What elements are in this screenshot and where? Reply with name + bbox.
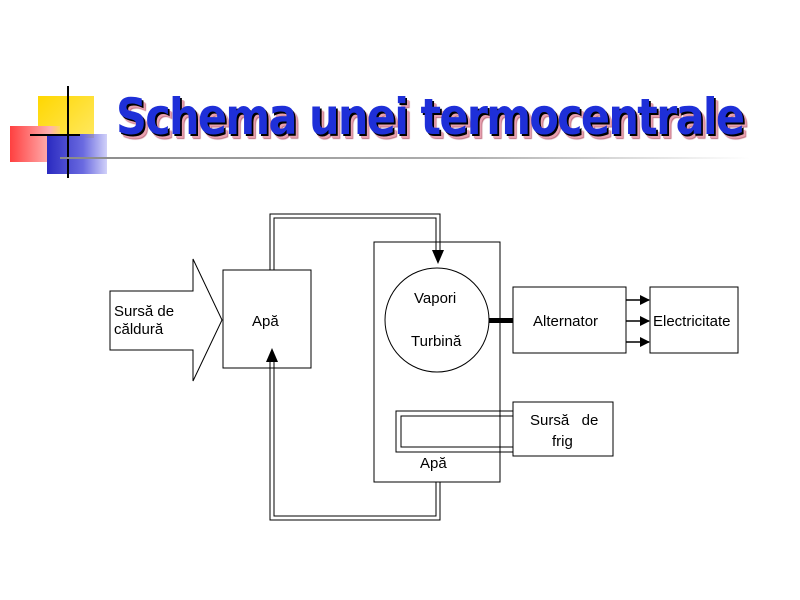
water-bottom-label: Apă: [420, 455, 447, 472]
steam-pipe-arrowhead: [432, 250, 444, 264]
water-box-label: Apă: [252, 313, 279, 330]
heat-source-label-line2: căldură: [114, 321, 164, 338]
electricity-arrows: [626, 295, 650, 347]
title-area: Schema unei termocentrale: [0, 0, 800, 190]
plant-enclosure: [373, 241, 501, 483]
turbine-circle: [384, 267, 490, 373]
cold-source-box: [512, 401, 614, 457]
steam-label: Vapori: [414, 290, 456, 307]
cold-source-label-line1: Sursă de: [530, 412, 598, 429]
water-box: [222, 269, 312, 369]
slide-title: Schema unei termocentrale: [116, 88, 745, 146]
return-pipe: [269, 360, 441, 521]
electricity-label: Electricitate: [653, 313, 731, 330]
condenser-coil: [395, 410, 514, 453]
cold-source-label-line2: frig: [552, 433, 573, 450]
blue-square-decoration: [47, 134, 107, 174]
vertical-line-decoration: [67, 86, 69, 178]
turbine-shaft: [489, 318, 514, 323]
alternator-label: Alternator: [533, 313, 598, 330]
turbine-label: Turbină: [411, 333, 462, 350]
heat-source-arrow: [109, 258, 223, 382]
alternator-box: [512, 286, 627, 354]
electricity-box: [649, 286, 739, 354]
horizontal-line-decoration: [30, 134, 80, 136]
heat-source-label-line1: Sursă de: [114, 303, 174, 320]
steam-pipe: [269, 213, 441, 270]
return-pipe-arrowhead: [266, 348, 278, 362]
title-underline: [60, 157, 750, 159]
